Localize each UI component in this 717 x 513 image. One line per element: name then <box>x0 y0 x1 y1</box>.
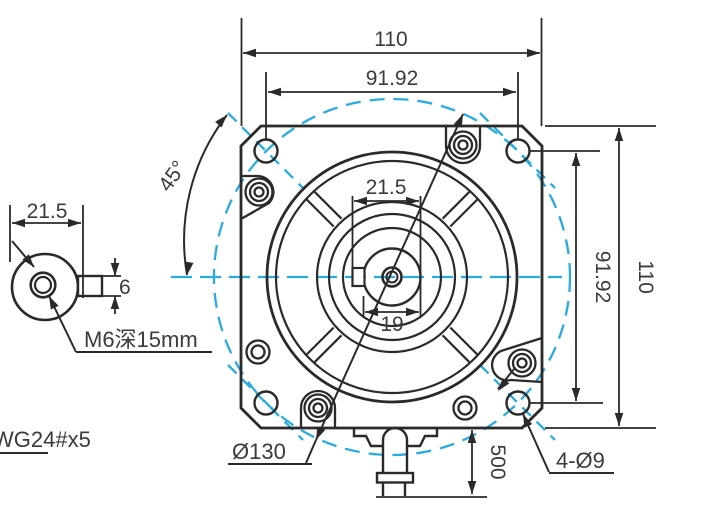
dim-cable-length: 500 <box>486 444 509 479</box>
dim-hole-spacing-h: 91.92 <box>366 67 419 90</box>
motor-face-outer-circle <box>265 150 519 404</box>
angle-arc <box>183 114 228 276</box>
tapped-hole-inner <box>33 275 53 295</box>
hole-slash-top-left <box>227 112 304 189</box>
hole-slash-bottom-right <box>479 364 556 441</box>
dim-shaft-diameter: 19 <box>380 313 403 336</box>
callout-tapped-hole: M6深15mm <box>84 327 198 352</box>
dim-hole-spacing-v: 91.92 <box>591 251 614 304</box>
shaft-detail-view <box>10 252 104 322</box>
ear-bottom <box>299 389 337 428</box>
dim-detail-key-width: 6 <box>119 276 131 299</box>
key-section <box>76 274 104 298</box>
callout-bolt-circle: Ø130 <box>232 439 286 464</box>
bolt-circle-leader <box>315 113 464 441</box>
dim-overall-height: 110 <box>634 260 657 293</box>
dim-hole-angle: 45° <box>154 157 191 196</box>
wire-label: WG24#x5 <box>0 427 91 452</box>
cable-boot <box>381 426 409 473</box>
dim-detail-shaft-outer: 21.5 <box>27 200 68 223</box>
tapped-hole-outer <box>29 271 57 299</box>
keyway <box>351 266 366 288</box>
motor-face-rim-circle <box>274 159 510 395</box>
hub-inner-circle <box>327 212 457 342</box>
centerlines <box>171 97 572 457</box>
flange-main-view <box>239 124 544 496</box>
dim-key-span: 21.5 <box>366 176 407 199</box>
pilot-boss-circle <box>341 226 443 328</box>
flange-outline <box>239 124 544 430</box>
arrowheads <box>12 48 624 494</box>
shaft-detail-outer <box>10 252 80 322</box>
shaft-center-hole-outer <box>381 266 403 288</box>
cover-screw-ears <box>240 126 543 428</box>
dim-overall-width: 110 <box>374 28 407 51</box>
hub-outer-circle <box>315 200 469 354</box>
face-screws <box>245 339 478 421</box>
cable-gland <box>352 426 439 496</box>
cable-band <box>375 471 415 484</box>
callout-corner-holes: 4-Ø9 <box>556 448 605 473</box>
face-spokes <box>306 191 478 363</box>
ear-right <box>491 336 543 384</box>
